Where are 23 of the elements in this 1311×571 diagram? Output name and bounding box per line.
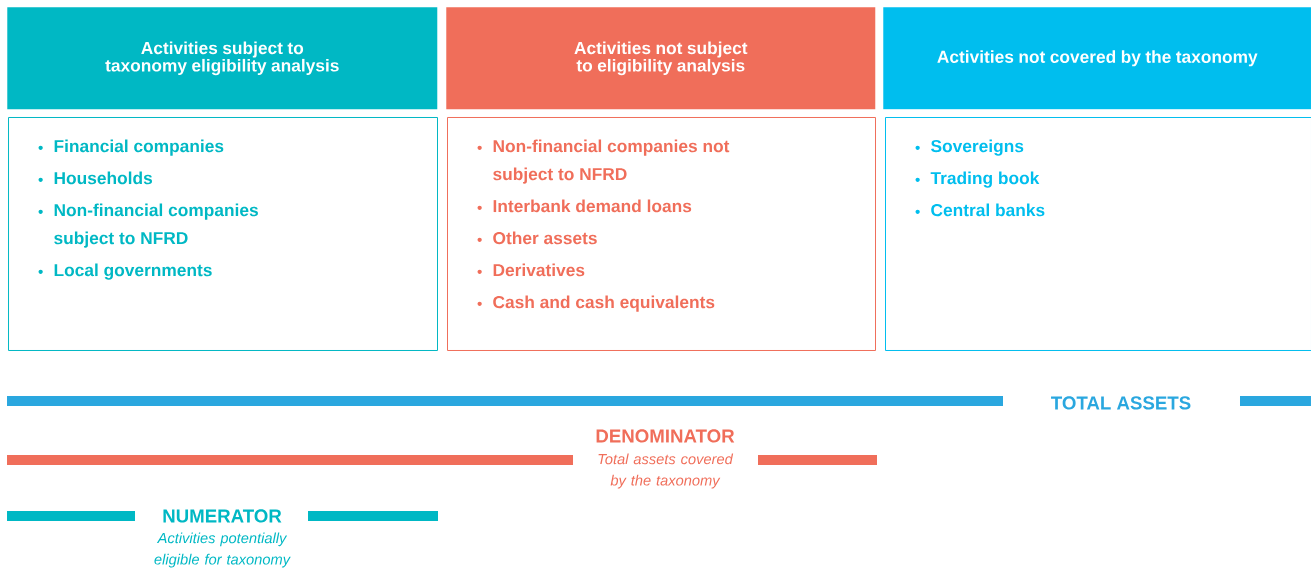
measure-label: DENOMINATOR [596,429,735,443]
list-item: Financial companies [38,139,224,156]
measure-label: TOTAL ASSETS [1051,396,1191,410]
list-item: Non-financial companies not subject to NFRD [477,139,730,184]
list-item: Non-financial companies subject to NFRD [38,203,258,248]
header-box: Activities not subject to eligibility analysis [446,7,876,110]
list-item: Households [38,171,152,185]
list-item: Cash and cash equivalents [477,295,715,312]
list-item: Sovereigns [915,139,1024,156]
list-item: Other assets [477,231,597,245]
measure-label: NUMERATOR [163,509,282,523]
list-item: Local governments [38,263,212,280]
header-box: Activities not covered by the taxonomy [883,7,1311,110]
list-item: Derivatives [477,263,585,277]
measure-note: Activities potentially eligible for taxonomy [154,532,291,568]
list-box [8,117,438,351]
list-item: Central banks [915,203,1045,217]
list-box [447,117,876,351]
header-box: Activities subject to taxonomy eligibility analysis [7,7,438,110]
list-item: Trading book [915,171,1040,188]
list-item: Interbank demand loans [477,199,692,213]
measure-note: Total assets covered by the taxonomy [598,453,734,489]
list-box [885,117,1311,351]
